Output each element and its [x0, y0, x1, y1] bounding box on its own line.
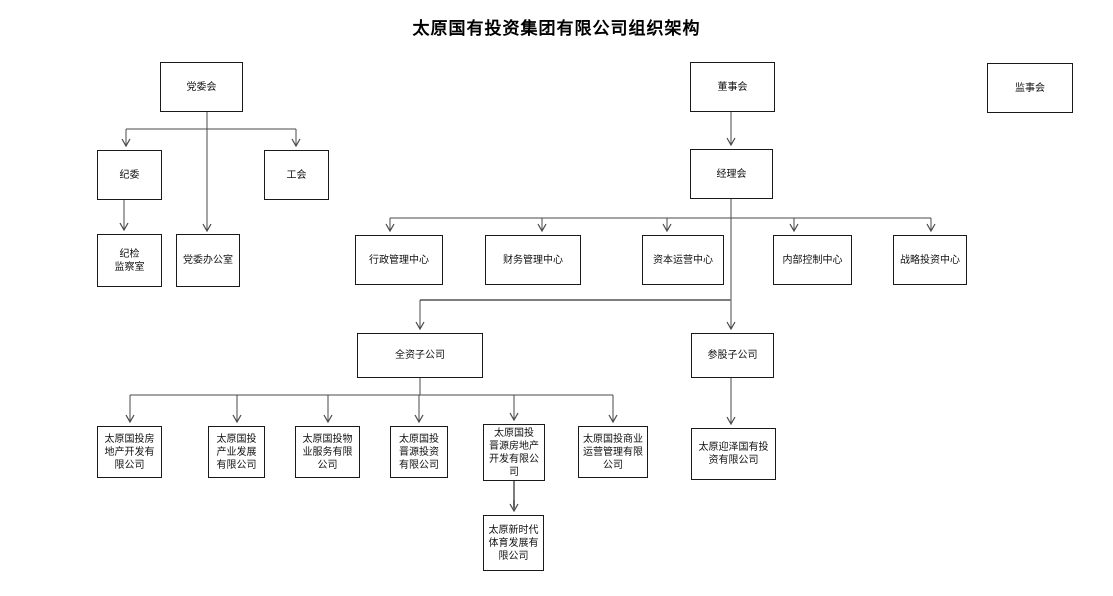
node-jinyuan-real-estate-company: 太原国投 晋源房地产 开发有限公 司 — [483, 424, 545, 481]
node-discipline-committee: 纪委 — [97, 150, 162, 200]
node-commercial-operation-company: 太原国投商业 运营管理有限 公司 — [578, 426, 648, 478]
node-party-committee-office: 党委办公室 — [176, 234, 240, 287]
node-board-of-directors: 董事会 — [690, 62, 775, 112]
node-strategic-investment-center: 战略投资中心 — [893, 235, 967, 285]
node-internal-control-center: 内部控制中心 — [773, 235, 852, 285]
node-new-era-sports-company: 太原新时代 体育发展有 限公司 — [483, 515, 544, 571]
node-party-committee: 党委会 — [160, 62, 243, 112]
node-shareholding-subsidiaries: 参股子公司 — [691, 333, 774, 378]
node-jinyuan-investment-company: 太原国投 晋源投资 有限公司 — [390, 426, 448, 478]
node-discipline-inspection-office: 纪检 监察室 — [97, 234, 162, 287]
node-supervisory-board: 监事会 — [987, 63, 1073, 113]
node-admin-management-center: 行政管理中心 — [355, 235, 443, 285]
node-real-estate-company: 太原国投房 地产开发有 限公司 — [97, 426, 162, 478]
node-industry-development-company: 太原国投 产业发展 有限公司 — [208, 426, 265, 478]
node-general-manager-committee: 经理会 — [690, 149, 773, 199]
node-financial-management-center: 财务管理中心 — [485, 235, 581, 285]
node-capital-operation-center: 资本运营中心 — [642, 235, 724, 285]
node-yingze-investment-company: 太原迎泽国有投 资有限公司 — [691, 428, 776, 480]
diagram-title: 太原国有投资集团有限公司组织架构 — [412, 19, 701, 39]
node-wholly-owned-subsidiaries: 全资子公司 — [357, 333, 483, 378]
node-labor-union: 工会 — [264, 150, 329, 200]
node-property-service-company: 太原国投物 业服务有限 公司 — [295, 426, 360, 478]
